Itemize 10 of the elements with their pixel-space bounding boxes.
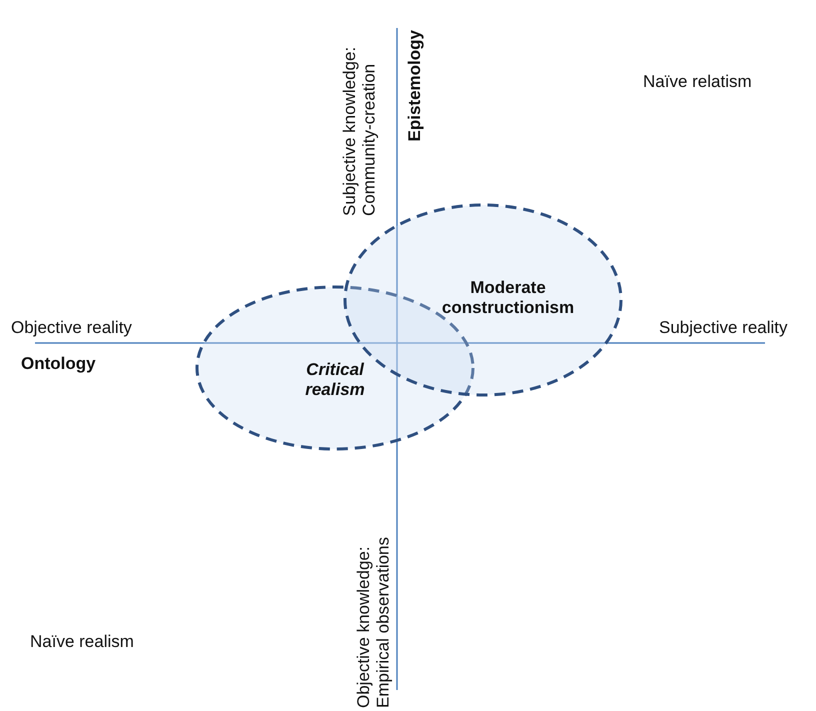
ellipse-label: Moderate constructionism — [440, 278, 576, 319]
quadrant-label: Naïve realism — [30, 632, 134, 652]
axis-title: Epistemology — [405, 30, 425, 142]
axis-title: Ontology — [21, 354, 96, 374]
axis-end-label: Objective knowledge: Empirical observations — [354, 536, 394, 708]
axis-end-label: Objective reality — [11, 318, 132, 338]
axis-end-label: Subjective knowledge: Community-creation — [340, 46, 380, 216]
axis-end-label: Subjective reality — [659, 318, 788, 338]
quadrant-label: Naïve relatism — [643, 72, 752, 92]
ellipse-label: Critical realism — [304, 360, 366, 401]
